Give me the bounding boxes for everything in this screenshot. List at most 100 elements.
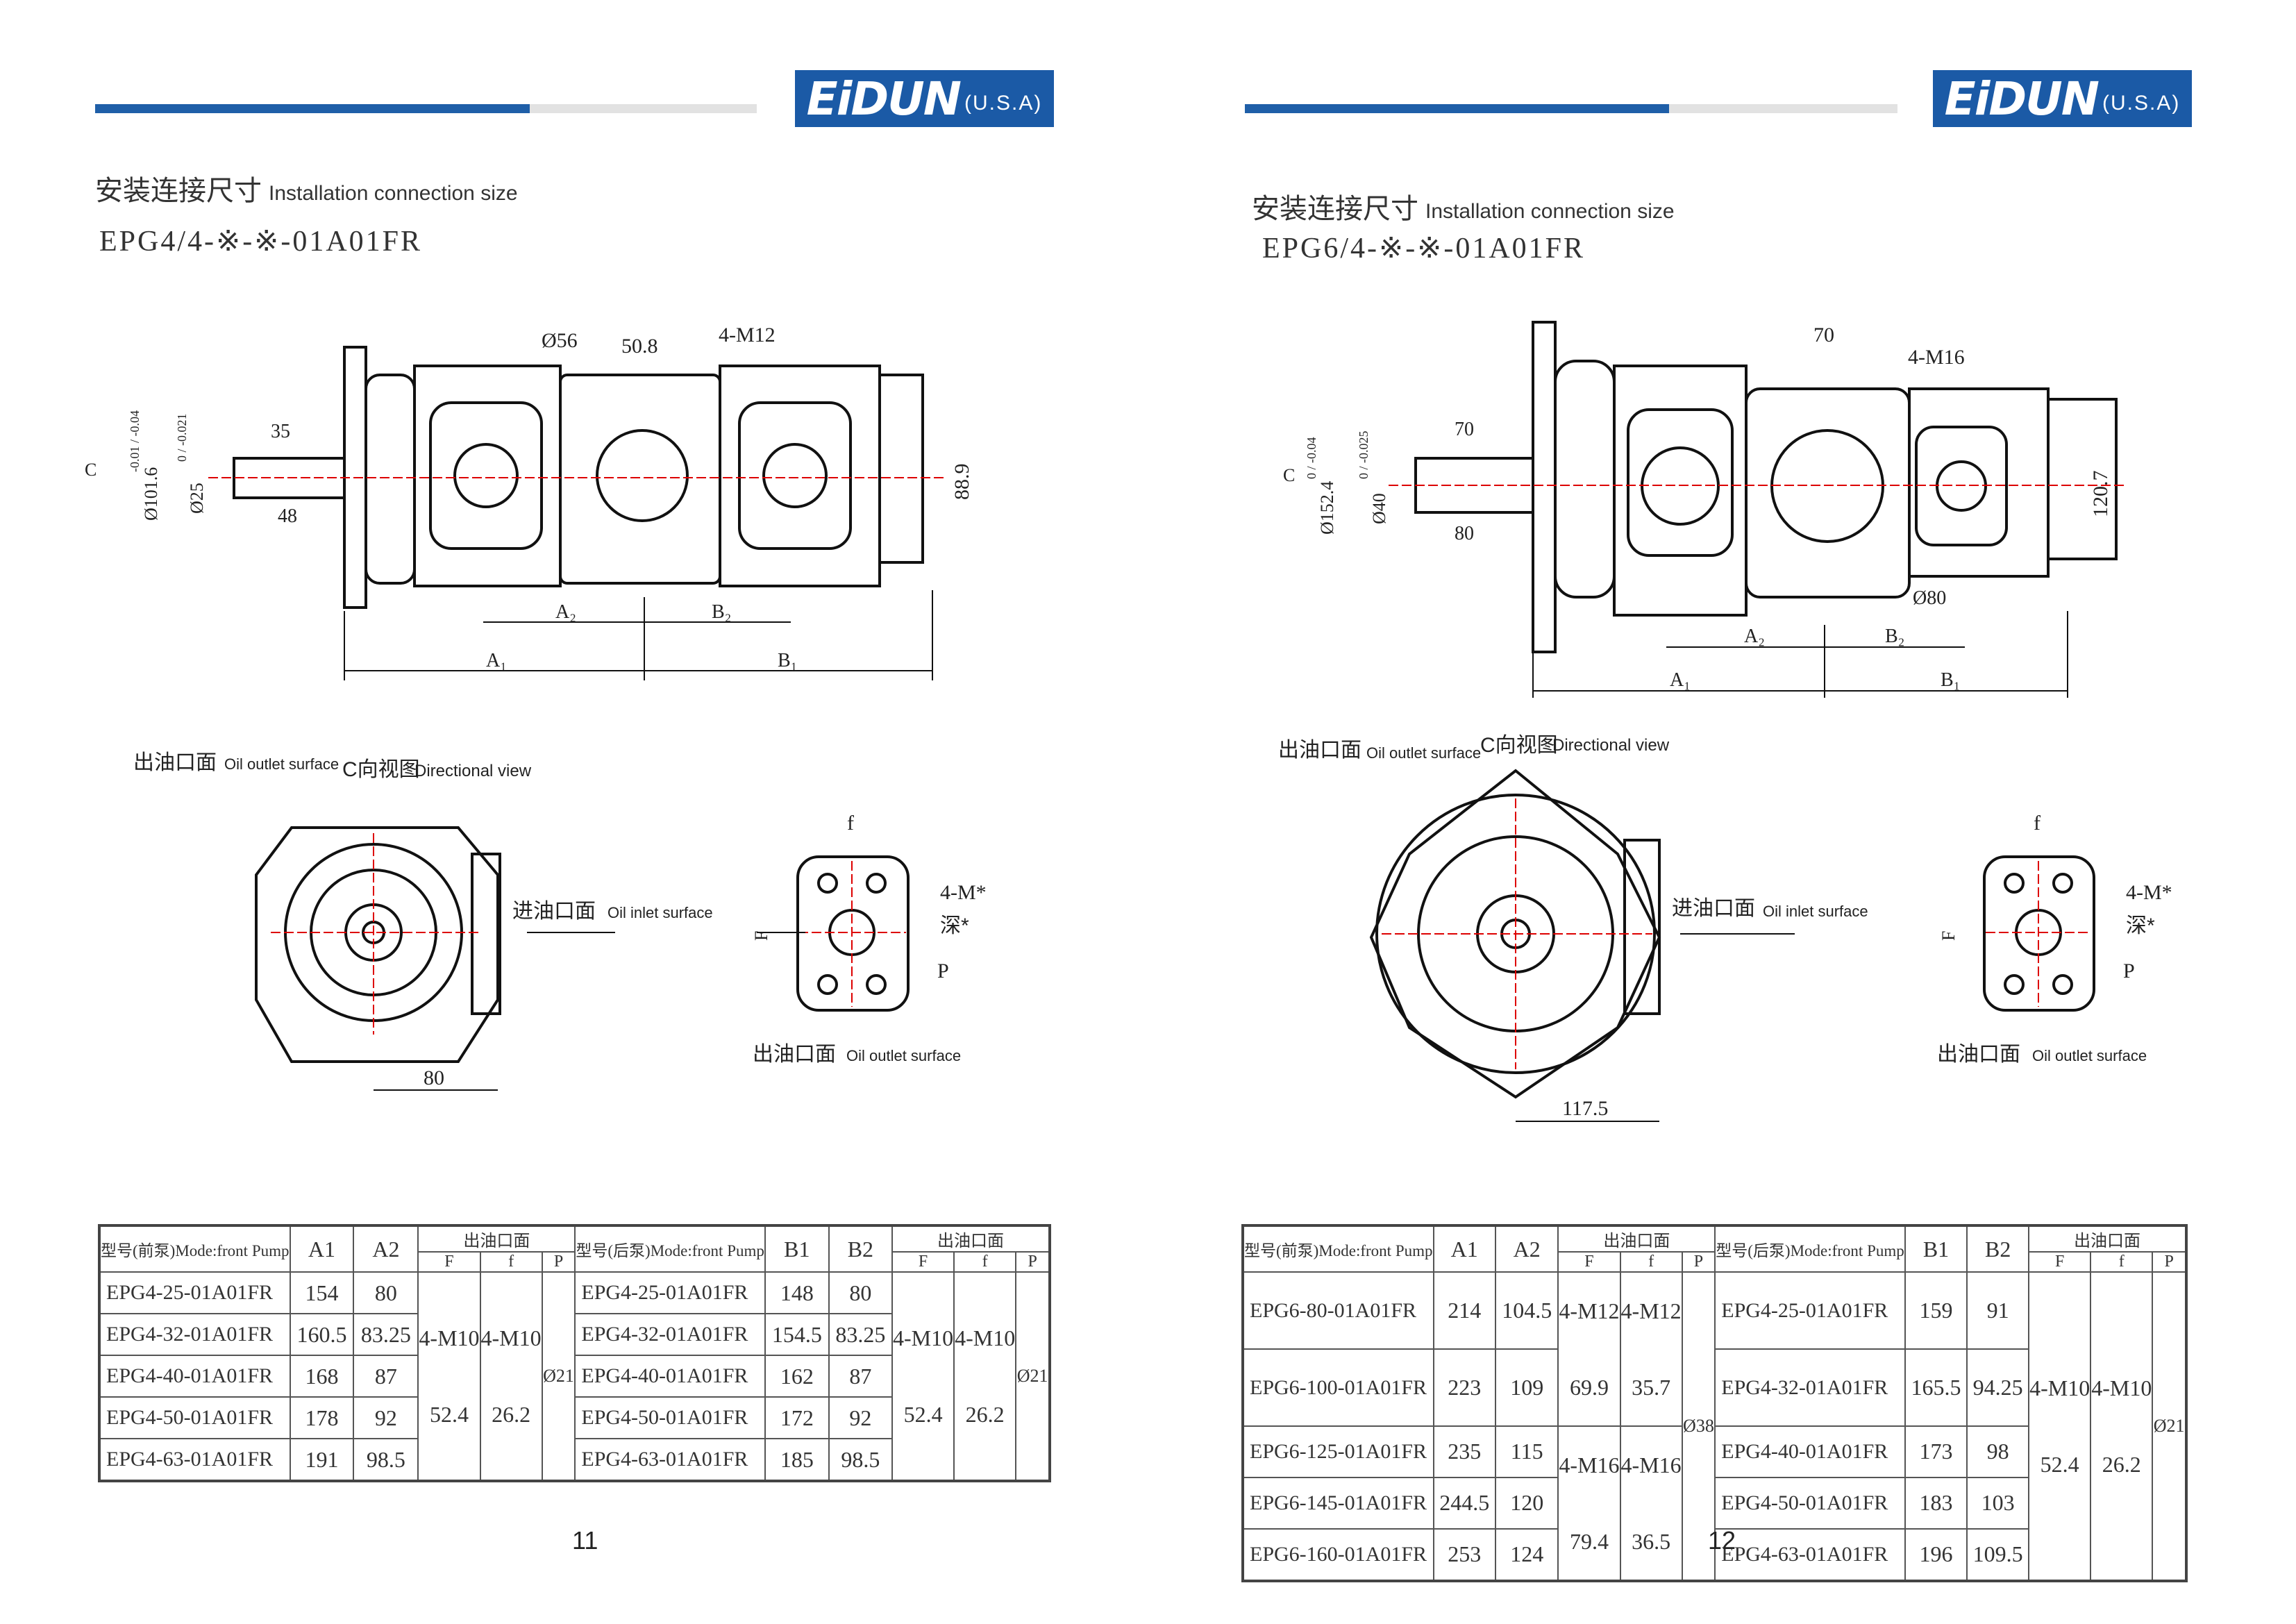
b1-cell: 196	[1904, 1527, 1968, 1582]
front-view-left	[255, 826, 501, 1063]
outlet-f-cell: 4-M10 26.2	[2090, 1271, 2154, 1582]
outlet-value: 4-M10	[893, 1325, 954, 1350]
header-b1: B1	[764, 1225, 830, 1273]
rear-model-cell: EPG4-50-01A01FR	[1714, 1476, 1906, 1530]
b2-cell: 87	[828, 1355, 894, 1398]
outlet-value: 4-M10	[2091, 1375, 2152, 1400]
header-outlet: 出油口面	[1557, 1225, 1716, 1253]
a2-cell: 98.5	[353, 1438, 419, 1482]
front-model-cell: EPG4-25-01A01FR	[99, 1271, 291, 1314]
b1-cell: 183	[1904, 1476, 1968, 1530]
outlet-value: 69.9	[1569, 1375, 1609, 1400]
dim-b2: B₂	[1885, 626, 1904, 647]
outlet-label-cn: 出油口面	[1278, 739, 1361, 762]
dim-b1: B₁	[778, 650, 797, 671]
outlet-value: 79.4	[1569, 1529, 1609, 1554]
outlet-value: 52.4	[2040, 1452, 2079, 1477]
header-front-model: 型号(前泵)Mode:front Pump	[1242, 1225, 1434, 1273]
pump-side-view-right	[1414, 321, 2118, 653]
title-en: Installation connection size	[269, 182, 518, 205]
outlet-P-cell: Ø21	[2152, 1271, 2187, 1582]
flange-F-label: F	[1938, 931, 1959, 941]
outlet-value: 4-M16	[1620, 1453, 1682, 1477]
b2-cell: 103	[1966, 1476, 2030, 1530]
header-b2: B2	[1966, 1225, 2030, 1273]
header-outlet: 出油口面	[2028, 1225, 2187, 1253]
view-c-marker: C	[1283, 465, 1295, 485]
dim-flange-tol: -0.01 / -0.04	[128, 410, 142, 472]
b1-cell: 159	[1904, 1271, 1968, 1350]
flange-depth-label: 深*	[2126, 914, 2155, 937]
a1-cell: 214	[1432, 1271, 1496, 1350]
dim-shaft-dia: Ø25	[187, 483, 207, 514]
header-F: F	[417, 1251, 481, 1273]
dim-a2: A₂	[1744, 626, 1765, 647]
dim-a1: A₁	[1670, 669, 1691, 691]
front-model-cell: EPG6-80-01A01FR	[1242, 1271, 1434, 1350]
header-outlet: 出油口面	[417, 1225, 576, 1253]
b2-cell: 91	[1966, 1271, 2030, 1350]
brand-name: EiDUN	[1944, 72, 2100, 126]
model-code: EPG6/4-※-※-01A01FR	[1262, 233, 1586, 265]
dim-flange-tol: 0 / -0.04	[1305, 437, 1318, 480]
outlet-value: 26.2	[492, 1402, 531, 1427]
header-outlet: 出油口面	[891, 1225, 1050, 1253]
header-f: f	[479, 1251, 543, 1273]
header-a1: A1	[289, 1225, 355, 1273]
rear-model-cell: EPG4-50-01A01FR	[574, 1396, 766, 1439]
rear-model-cell: EPG4-32-01A01FR	[574, 1313, 766, 1356]
flange-outlet-cn: 出油口面	[1937, 1043, 2020, 1066]
brand-suffix: (U.S.A)	[964, 92, 1043, 115]
dim-70-top: 70	[1813, 324, 1834, 346]
dim-d56: Ø56	[542, 329, 578, 352]
a1-cell: 235	[1432, 1425, 1496, 1478]
flange-f-label: f	[2034, 812, 2041, 835]
header-b2: B2	[828, 1225, 894, 1273]
dim-front-117-5: 117.5	[1562, 1097, 1608, 1120]
front-model-cell: EPG4-32-01A01FR	[99, 1313, 291, 1356]
b2-cell: 94.25	[1966, 1348, 2030, 1427]
header-bar-left-gray	[530, 104, 757, 113]
a2-cell: 115	[1494, 1425, 1559, 1478]
dim-b2: B₂	[712, 601, 731, 623]
front-model-cell: EPG6-160-01A01FR	[1242, 1527, 1434, 1582]
b2-cell: 92	[828, 1396, 894, 1439]
b2-cell: 98.5	[828, 1438, 894, 1482]
page-number: 12	[1708, 1526, 1736, 1555]
outlet-P-cell: Ø38	[1681, 1271, 1716, 1582]
brand-name: EiDUN	[806, 72, 962, 126]
header-bar-left	[95, 104, 530, 113]
dim-35: 35	[271, 421, 290, 442]
dim-4-m16: 4-M16	[1908, 346, 1965, 369]
dim-70: 70	[1455, 419, 1474, 440]
dim-flange-dia: Ø101.6	[141, 467, 161, 521]
front-model-cell: EPG6-100-01A01FR	[1242, 1348, 1434, 1427]
pump-side-view-left	[233, 346, 924, 609]
rear-model-cell: EPG4-40-01A01FR	[574, 1355, 766, 1398]
flange-outlet-en: Oil outlet surface	[2032, 1047, 2147, 1064]
brand-logo-right: EiDUN (U.S.A)	[1933, 70, 2192, 127]
header-a2: A2	[1494, 1225, 1559, 1273]
a2-cell: 120	[1494, 1476, 1559, 1530]
front-model-cell: EPG4-63-01A01FR	[99, 1438, 291, 1482]
outlet-value: 26.2	[2102, 1452, 2141, 1477]
header-bar-right	[1245, 104, 1669, 113]
b1-cell: 165.5	[1904, 1348, 1968, 1427]
flange-outlet-en: Oil outlet surface	[846, 1047, 961, 1064]
a1-cell: 168	[289, 1355, 355, 1398]
page-number: 11	[572, 1526, 598, 1555]
header-f: f	[1619, 1251, 1683, 1273]
b1-cell: 172	[764, 1396, 830, 1439]
title-cn: 安装连接尺寸	[1252, 194, 1418, 224]
a2-cell: 83.25	[353, 1313, 419, 1356]
dim-front-80: 80	[424, 1066, 444, 1089]
